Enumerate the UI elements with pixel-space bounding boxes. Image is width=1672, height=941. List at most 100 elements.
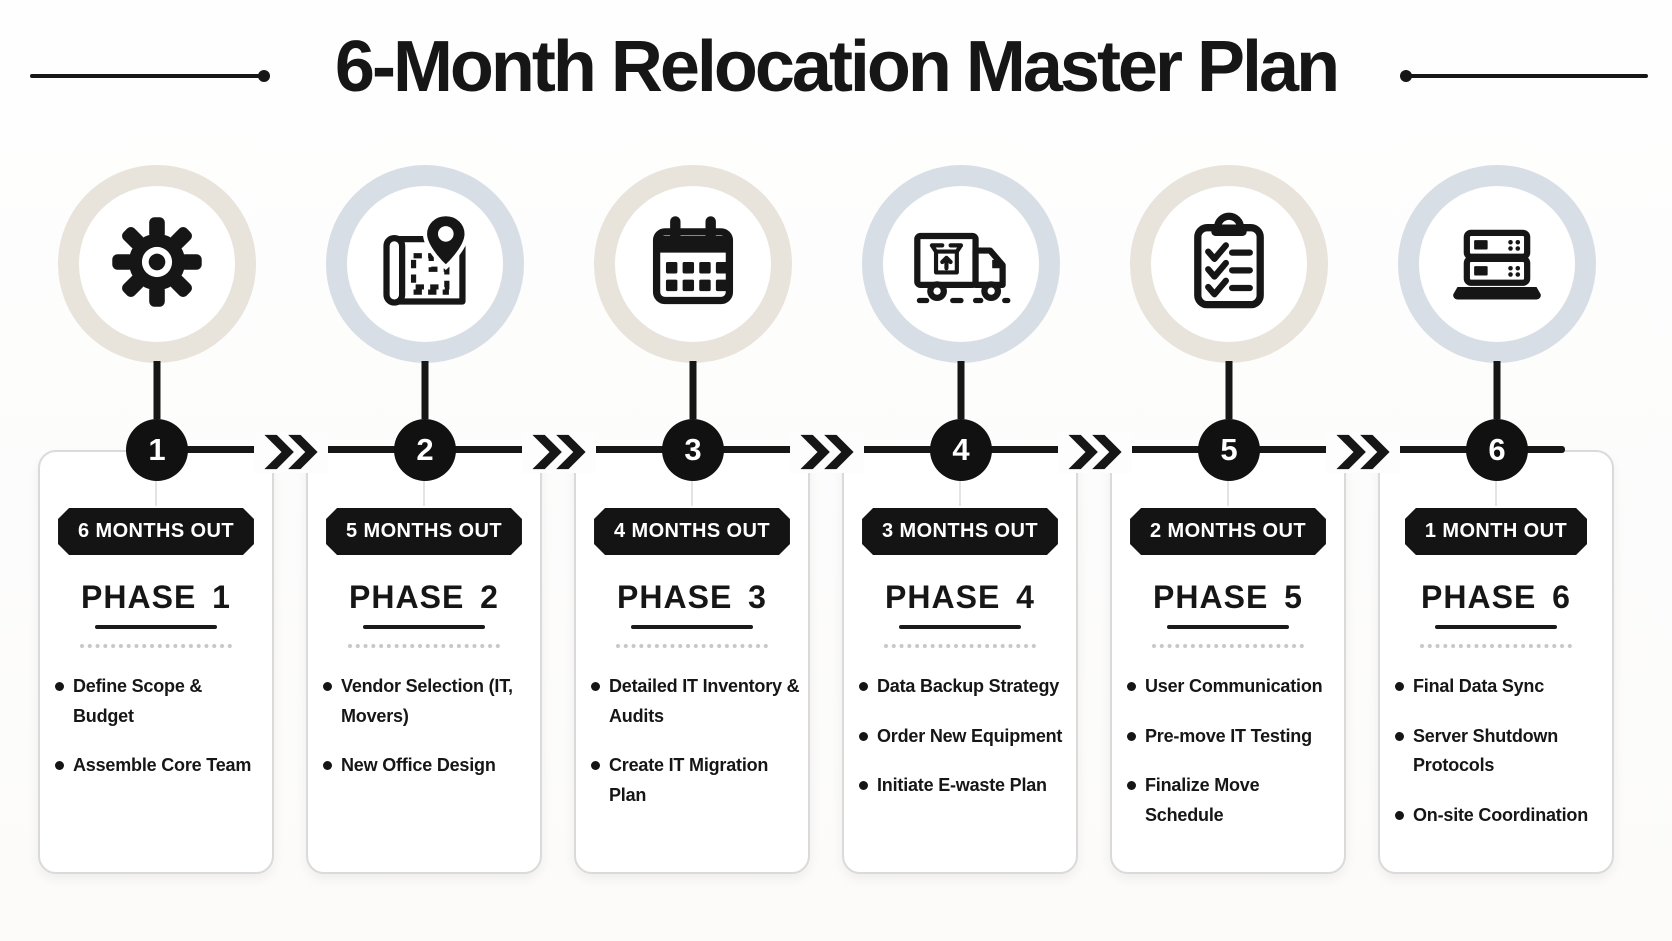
icon-to-badge-connector [957, 361, 965, 419]
bullet-icon [1127, 682, 1136, 691]
months-out-badge: 2 MONTHS OUT [1130, 508, 1326, 555]
dotted-separator [884, 644, 1036, 648]
task-label: Finalize Move Schedule [1145, 775, 1260, 826]
task-item: Detailed IT Inventory & Audits [591, 672, 800, 731]
phase-card: 3 MONTHS OUT PHASE 4 Data Backup Strateg… [842, 450, 1078, 874]
phase-heading-underline [1435, 625, 1557, 629]
phase-column-3: 3 4 MONTHS OUT PHASE 3 Detailed IT Inven… [573, 165, 813, 941]
months-out-badge: 4 MONTHS OUT [594, 508, 790, 555]
phase-card: 5 MONTHS OUT PHASE 2 Vendor Selection (I… [306, 450, 542, 874]
task-item: New Office Design [323, 751, 532, 781]
title-decoration-dot-left [258, 70, 270, 82]
dotted-separator [80, 644, 232, 648]
task-item: Vendor Selection (IT, Movers) [323, 672, 532, 731]
task-item: Order New Equipment [859, 722, 1068, 752]
task-item: Finalize Move Schedule [1127, 771, 1336, 830]
task-label: New Office Design [341, 755, 496, 776]
task-item: Pre-move IT Testing [1127, 722, 1336, 752]
task-label: Create IT Migration Plan [609, 755, 769, 806]
dotted-separator [348, 644, 500, 648]
icon-to-badge-connector [1493, 361, 1501, 419]
page-title: 6-Month Relocation Master Plan [334, 27, 1340, 107]
phase-heading: PHASE 5 [1153, 579, 1303, 615]
phase-column-5: 5 2 MONTHS OUT PHASE 5 User Communicatio… [1109, 165, 1349, 941]
icon-to-badge-connector [1225, 361, 1233, 419]
task-item: Data Backup Strategy [859, 672, 1068, 702]
task-item: Assemble Core Team [55, 751, 264, 781]
phase-number-badge: 5 [1198, 419, 1260, 481]
task-label: Detailed IT Inventory & Audits [609, 676, 800, 726]
phase-heading: PHASE 4 [885, 579, 1035, 615]
task-label: User Communication [1145, 676, 1323, 696]
phase-column-2: 2 5 MONTHS OUT PHASE 2 Vendor Selection … [305, 165, 545, 941]
icon-to-badge-connector [421, 361, 429, 419]
calendar-icon [641, 210, 745, 319]
chevron-right-icon [1058, 431, 1132, 473]
task-label: Initiate E-waste Plan [877, 775, 1047, 796]
bullet-icon [859, 731, 868, 741]
task-label: Server Shutdown Protocols [1413, 725, 1559, 776]
dotted-separator [1152, 644, 1304, 648]
phase-heading: PHASE 2 [349, 579, 499, 615]
floor-plan-map-icon [373, 210, 477, 319]
title-decoration-line-right [1400, 70, 1648, 82]
phase-heading-underline [899, 625, 1021, 629]
title-decoration-line-left [30, 70, 270, 82]
chevron-right-icon [254, 431, 328, 473]
phase-icon-ring [862, 165, 1060, 363]
bullet-icon [859, 682, 868, 691]
bullet-icon [1395, 811, 1404, 821]
bullet-icon [55, 761, 64, 771]
bullet-icon [591, 761, 600, 771]
dotted-separator [616, 644, 768, 648]
phase-number-badge: 4 [930, 419, 992, 481]
chevron-right-icon [1326, 431, 1400, 473]
icon-to-badge-connector [689, 361, 697, 419]
phase-heading-underline [363, 625, 485, 629]
phase-number-badge: 2 [394, 419, 456, 481]
task-label: Pre-move IT Testing [1145, 725, 1312, 746]
bullet-icon [55, 682, 64, 691]
task-item: Create IT Migration Plan [591, 751, 800, 810]
months-out-badge: 5 MONTHS OUT [326, 508, 522, 555]
phase-icon-ring [58, 165, 256, 363]
phase-card: 6 MONTHS OUT PHASE 1 Define Scope & Budg… [38, 450, 274, 874]
checklist-clipboard-icon [1177, 210, 1281, 319]
phase-heading-underline [631, 625, 753, 629]
phase-heading-underline [95, 625, 217, 629]
months-out-badge: 1 MONTH OUT [1405, 508, 1587, 555]
bullet-icon [323, 682, 332, 691]
bullet-icon [1395, 682, 1404, 691]
task-list: Vendor Selection (IT, Movers) New Office … [308, 672, 540, 781]
phase-heading: PHASE 6 [1421, 579, 1571, 615]
server-rack-icon [1445, 210, 1549, 319]
bullet-icon [591, 682, 600, 691]
moving-truck-icon [909, 210, 1013, 319]
phase-column-4: 4 3 MONTHS OUT PHASE 4 Data Backup Strat… [841, 165, 1081, 941]
bullet-icon [859, 781, 868, 791]
phase-icon-ring [1398, 165, 1596, 363]
task-label: Assemble Core Team [73, 755, 252, 776]
title-decoration-dot-right [1400, 70, 1412, 82]
phase-number-badge: 1 [126, 419, 188, 481]
task-item: User Communication [1127, 672, 1336, 702]
phase-icon-ring [326, 165, 524, 363]
task-item: Define Scope & Budget [55, 672, 264, 731]
task-item: Initiate E-waste Plan [859, 771, 1068, 801]
phase-icon-ring [594, 165, 792, 363]
phase-heading: PHASE 3 [617, 579, 767, 615]
phase-heading-underline [1167, 625, 1289, 629]
task-label: Final Data Sync [1413, 676, 1545, 696]
months-out-badge: 3 MONTHS OUT [862, 508, 1058, 555]
task-item: On-site Coordination [1395, 801, 1604, 831]
chevron-right-icon [522, 431, 596, 473]
phase-number-badge: 6 [1466, 419, 1528, 481]
task-item: Final Data Sync [1395, 672, 1604, 702]
